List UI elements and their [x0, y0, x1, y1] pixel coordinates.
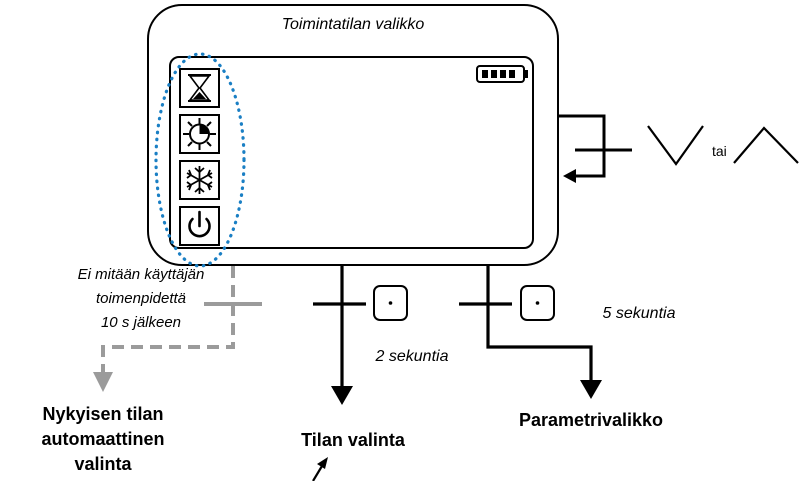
long-press-duration: 5 sekuntia: [603, 305, 676, 322]
long-press-result: Parametrivalikko: [519, 410, 663, 430]
short-press-button[interactable]: [373, 285, 408, 321]
navigation-loop: [558, 114, 606, 178]
timeout-result-line-2: automaattinen: [41, 429, 164, 449]
long-press-arrowhead: [580, 380, 602, 399]
short-press-arrowhead: [331, 386, 353, 405]
chevron-down-icon[interactable]: [647, 125, 704, 166]
device-title: Toimintatilan valikko: [282, 16, 425, 33]
long-press-line: [486, 265, 593, 382]
navigation-loop-arrowhead: [563, 169, 576, 183]
timeout-condition-line-1: Ei mitään käyttäjän: [78, 266, 205, 283]
power-icon[interactable]: [179, 206, 220, 246]
sun-clock-icon[interactable]: [179, 114, 220, 154]
long-press-button[interactable]: [520, 285, 555, 321]
timeout-result-line-3: valinta: [74, 454, 132, 474]
timeout-result-line-1: Nykyisen tilan: [42, 404, 163, 424]
icon-highlight-dots: [154, 52, 246, 268]
or-label: tai: [712, 143, 727, 159]
battery-icon: [476, 65, 528, 83]
short-press-result: Tilan valinta: [301, 430, 406, 450]
short-press-duration: 2 sekuntia: [375, 348, 449, 365]
device-screen: [169, 56, 534, 249]
timeout-condition-line-2: toimenpidettä: [96, 290, 186, 307]
snowflake-icon[interactable]: [179, 160, 220, 200]
timeout-arrowhead: [93, 372, 113, 392]
timeout-condition-line-3: 10 s jälkeen: [101, 314, 181, 331]
hourglass-icon[interactable]: [179, 68, 220, 108]
pointer-arrow-head: [317, 457, 328, 469]
chevron-up-icon[interactable]: [733, 126, 799, 164]
pointer-arrow-line: [312, 465, 323, 481]
timeout-path: [101, 266, 262, 372]
